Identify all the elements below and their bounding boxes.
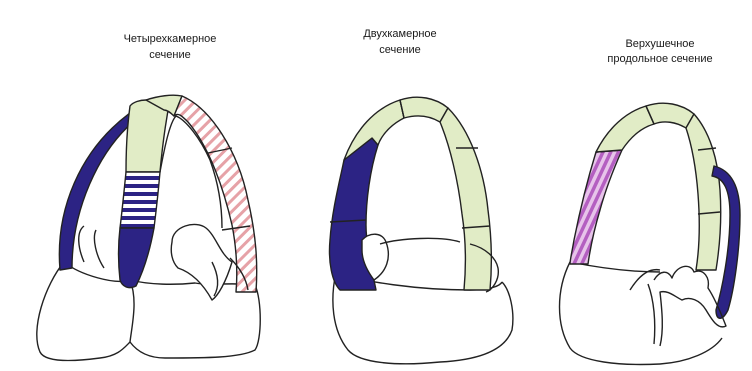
septum-basal-segment: [119, 228, 155, 288]
apical-long-axis-apex-left: [596, 106, 654, 152]
posterior-wall-purple-segment: [570, 150, 622, 264]
anteroseptal-wall-segment: [686, 114, 721, 270]
two-chamber-view: [329, 97, 512, 364]
anterior-wall-segment: [440, 108, 491, 290]
apical-long-axis-view: [560, 103, 741, 364]
septum-mid-segment: [120, 172, 160, 228]
two-chamber-apex-right: [400, 97, 448, 122]
four-chamber-view: [37, 95, 260, 360]
septum-apical-segment: [126, 100, 170, 172]
